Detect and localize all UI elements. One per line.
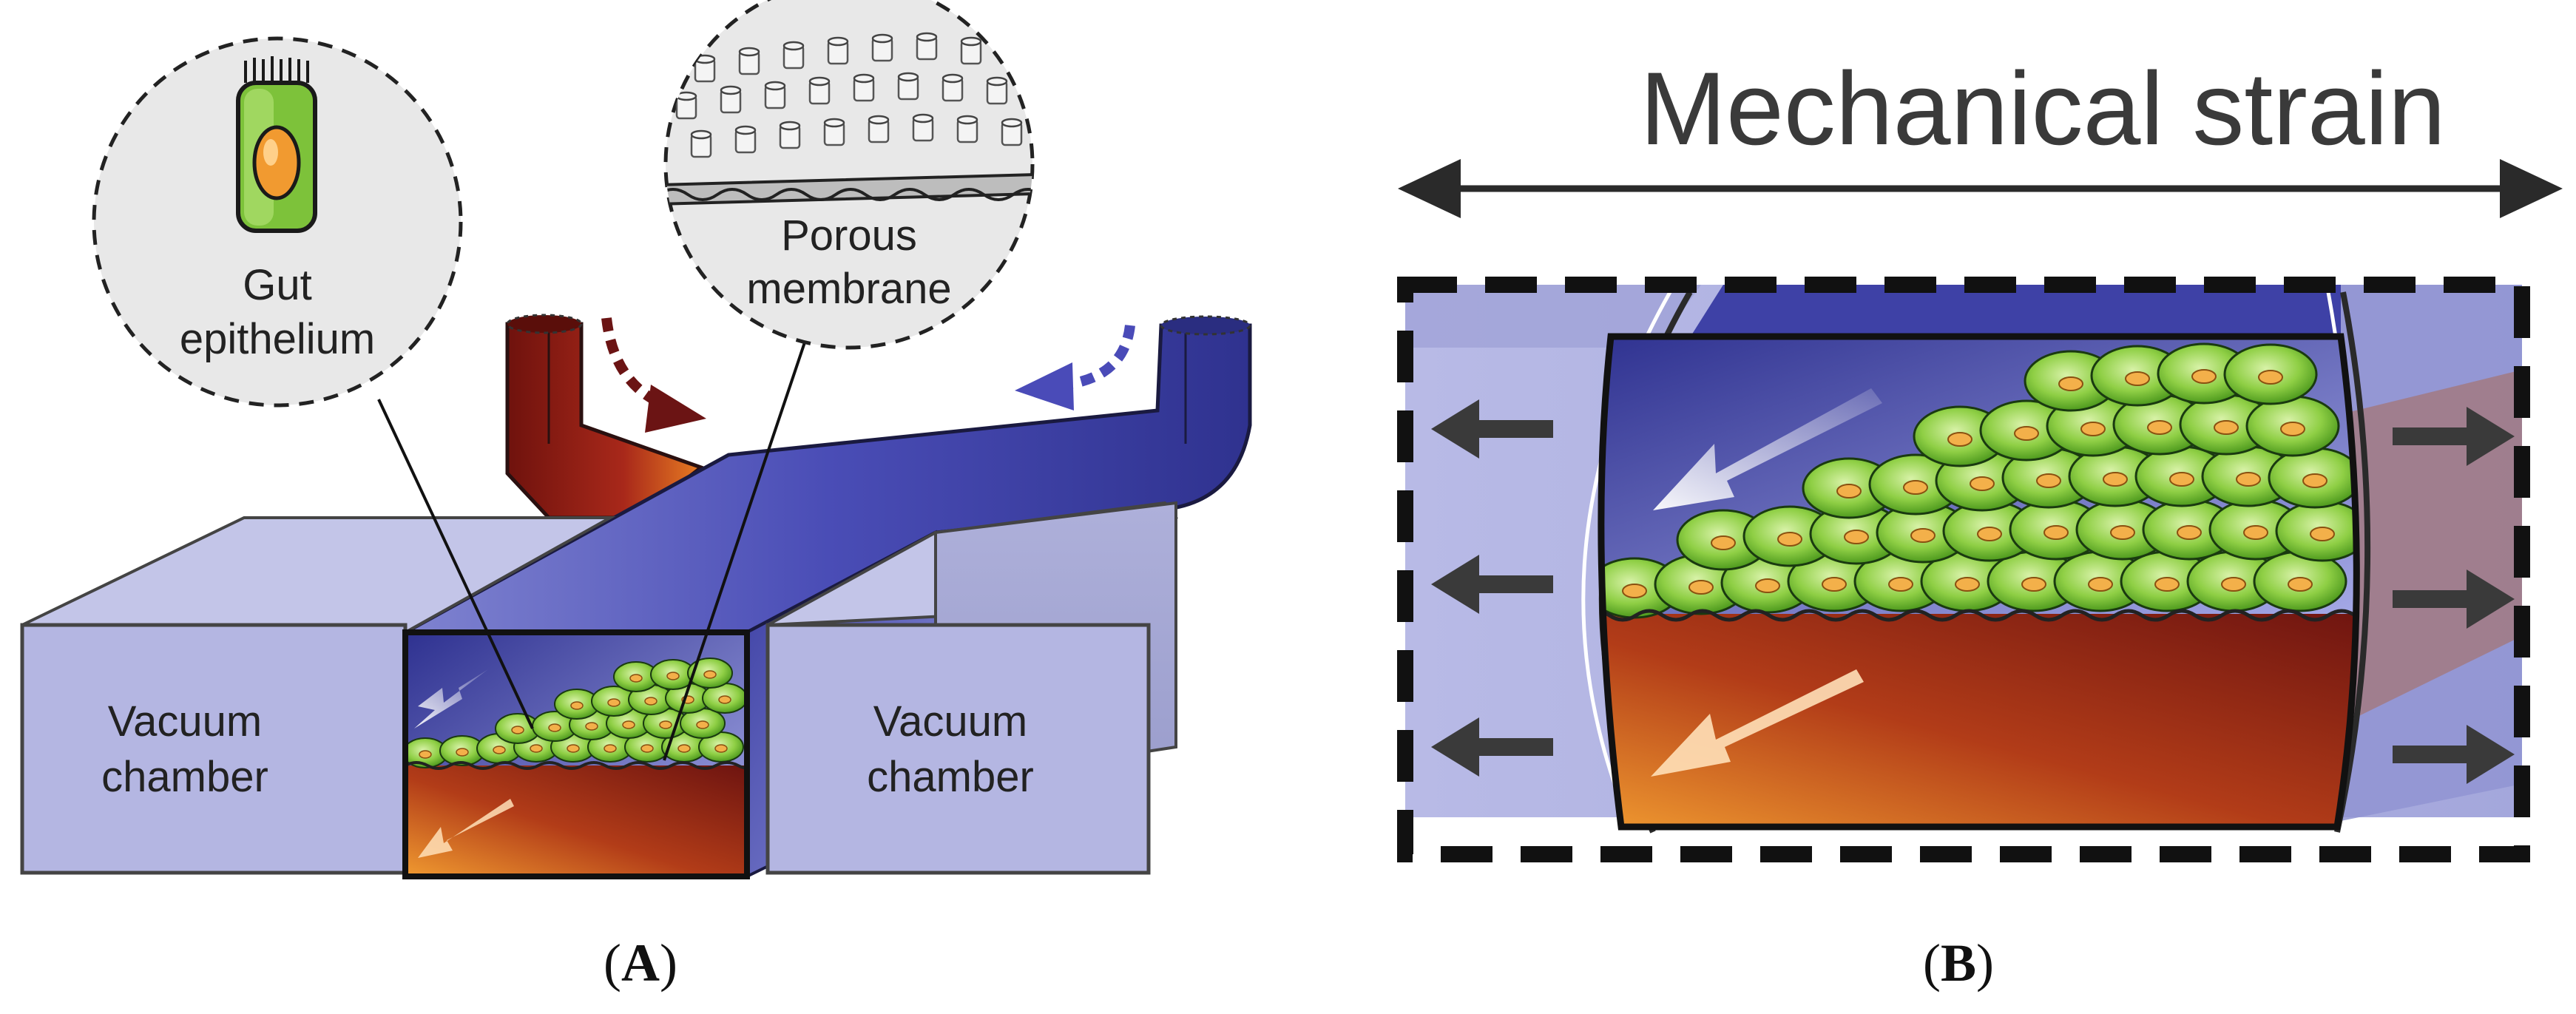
caption-b-letter: B bbox=[1941, 933, 1976, 993]
callout-leader-epithelium bbox=[377, 399, 534, 729]
stretch-arrows-right bbox=[2393, 407, 2515, 784]
flow-arrow-icon bbox=[1651, 669, 1864, 777]
vacuum-chamber-right-line2: chamber bbox=[867, 753, 1034, 801]
panel-a: Vacuum chamber Vacuum chamber bbox=[20, 0, 1252, 993]
strain-dashed-frame bbox=[1397, 277, 2530, 862]
caption-a-letter: A bbox=[621, 933, 660, 993]
membrane-pores-icon bbox=[666, 32, 1032, 206]
stretch-arrow-icon bbox=[2393, 407, 2515, 466]
stretch-arrows-left bbox=[1431, 399, 1553, 777]
callout-porous-membrane: Porous membrane bbox=[663, 0, 1035, 350]
dashed-arrow-out-icon bbox=[1015, 325, 1135, 410]
strain-channel-section bbox=[1598, 333, 2360, 831]
epithelial-cells-b bbox=[1600, 342, 2357, 619]
red-inlet-tube bbox=[505, 314, 706, 520]
vacuum-chamber-right-line1: Vacuum bbox=[873, 697, 1027, 746]
vacuum-chamber-right: Vacuum chamber bbox=[765, 501, 1179, 875]
callout-epithelium-line2: epithelium bbox=[180, 315, 375, 363]
stretch-arrow-icon bbox=[1431, 555, 1553, 614]
caption-b: (B) bbox=[1923, 933, 1994, 993]
channel-cross-section bbox=[402, 629, 750, 879]
vacuum-chamber-left: Vacuum chamber bbox=[20, 516, 616, 875]
stretch-arrow-icon bbox=[2393, 569, 2515, 629]
callout-membrane-line2: membrane bbox=[746, 265, 951, 313]
porous-membrane-line-a bbox=[405, 761, 747, 770]
stretch-arrow-icon bbox=[1431, 399, 1553, 459]
flow-arrow-icon bbox=[414, 669, 488, 729]
flow-arrow-icon bbox=[1653, 388, 1882, 510]
flow-arrow-icon bbox=[418, 799, 514, 858]
stretch-arrow-icon bbox=[1431, 717, 1553, 777]
mechanical-strain-title: Mechanical strain bbox=[1640, 50, 2445, 166]
vacuum-chamber-left-line1: Vacuum bbox=[108, 697, 262, 746]
porous-membrane-line-b bbox=[1600, 609, 2357, 622]
callout-gut-epithelium: Gut epithelium bbox=[92, 36, 463, 408]
stretch-arrow-icon bbox=[2393, 725, 2515, 784]
panel-b: Mechanical strain bbox=[1397, 50, 2563, 993]
epithelial-cell-icon bbox=[236, 56, 317, 233]
callout-epithelium-line1: Gut bbox=[243, 261, 312, 309]
callout-leader-membrane bbox=[663, 342, 806, 761]
caption-a: (A) bbox=[604, 933, 677, 993]
callout-membrane-line1: Porous bbox=[781, 212, 917, 260]
dashed-arrow-in-icon bbox=[601, 317, 706, 433]
strain-wall-right bbox=[2334, 291, 2371, 833]
epithelial-cells-a bbox=[405, 658, 747, 768]
strain-double-arrow-icon bbox=[1398, 159, 2563, 218]
vacuum-chamber-left-line2: chamber bbox=[101, 753, 268, 801]
